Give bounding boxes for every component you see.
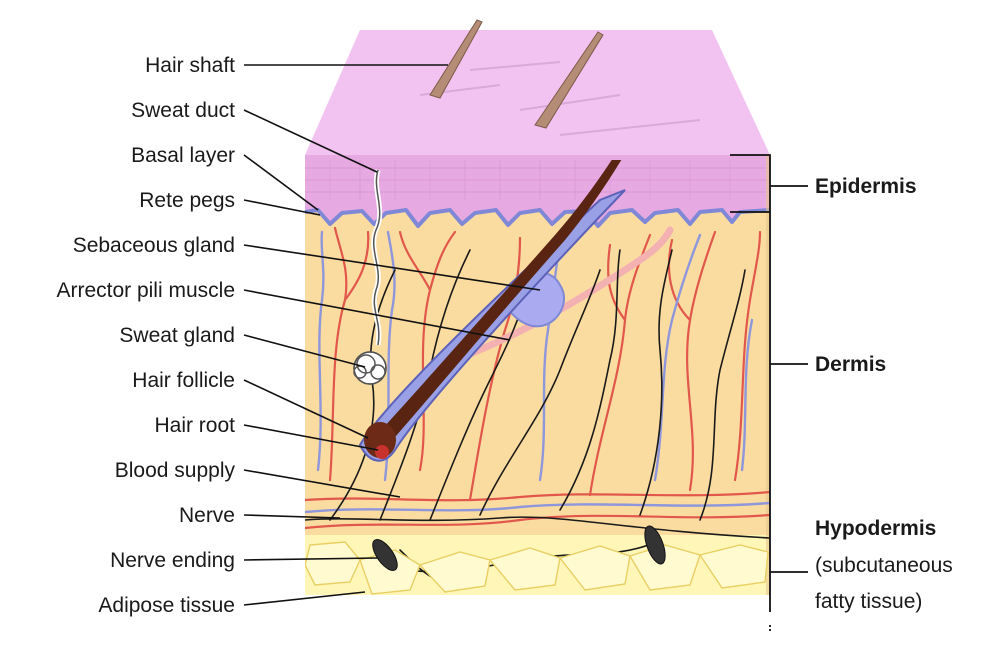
leader-sweat-gland — [243, 334, 366, 368]
leader-blood-supply — [243, 469, 401, 498]
leader-nerve — [243, 514, 341, 519]
label-hair-follicle: Hair follicle — [132, 369, 235, 392]
adipose-cells — [305, 541, 769, 595]
layer-brackets — [730, 154, 808, 632]
label-nerve: Nerve — [179, 504, 235, 527]
layer-labels: Epidermis Dermis Hypodermis (subcutaneou… — [815, 175, 953, 613]
nerve-ending-2 — [644, 525, 666, 565]
leader-sebaceous-gland — [243, 244, 541, 291]
leader-basal-layer — [243, 154, 319, 211]
skin-block — [304, 19, 771, 595]
label-dermis: Dermis — [815, 353, 886, 376]
epidermis-top-surface — [305, 30, 770, 155]
label-hypodermis-sub-2: fatty tissue) — [815, 590, 922, 613]
epidermis-layer — [305, 155, 770, 226]
label-hypodermis-sub-1: (subcutaneous — [815, 554, 953, 577]
label-nerve-ending: Nerve ending — [110, 549, 235, 572]
label-adipose-tissue: Adipose tissue — [98, 594, 235, 617]
label-sweat-gland: Sweat gland — [119, 324, 235, 347]
leader-hair-root — [243, 424, 379, 451]
label-blood-supply: Blood supply — [115, 459, 236, 482]
label-hypodermis: Hypodermis — [815, 517, 936, 540]
label-basal-layer: Basal layer — [131, 144, 235, 167]
label-arrector-pili-muscle: Arrector pili muscle — [56, 279, 235, 302]
leader-hair-follicle — [243, 379, 369, 439]
hair-papilla — [375, 445, 389, 459]
hair-shaft-1 — [429, 19, 483, 99]
label-sweat-duct: Sweat duct — [131, 99, 235, 122]
leader-adipose-tissue — [243, 591, 366, 606]
surface-texture — [419, 61, 701, 136]
arrector-pili-muscle — [451, 226, 674, 364]
leader-sweat-duct — [243, 109, 378, 173]
leader-rete-pegs — [243, 199, 321, 216]
label-hair-root: Hair root — [154, 414, 235, 437]
epidermis-bracket — [730, 154, 771, 213]
label-rete-pegs: Rete pegs — [139, 189, 235, 212]
sweat-gland-coil — [353, 169, 387, 385]
left-labels: Hair shaft Sweat duct Basal layer Rete p… — [56, 54, 541, 617]
nerve-ending-1 — [372, 539, 398, 571]
basal-layer-line — [304, 208, 771, 228]
leader-nerve-ending — [243, 557, 379, 561]
hair-in-follicle — [372, 160, 660, 445]
label-sebaceous-gland: Sebaceous gland — [73, 234, 235, 257]
label-epidermis: Epidermis — [815, 175, 917, 198]
hair-shaft-2 — [534, 31, 604, 129]
epidermis-cell-texture — [305, 160, 770, 200]
dermis-contents — [305, 160, 770, 587]
leader-arrector-pili-muscle — [243, 289, 511, 341]
block-side-edge — [766, 155, 770, 595]
label-hair-shaft: Hair shaft — [145, 54, 235, 77]
